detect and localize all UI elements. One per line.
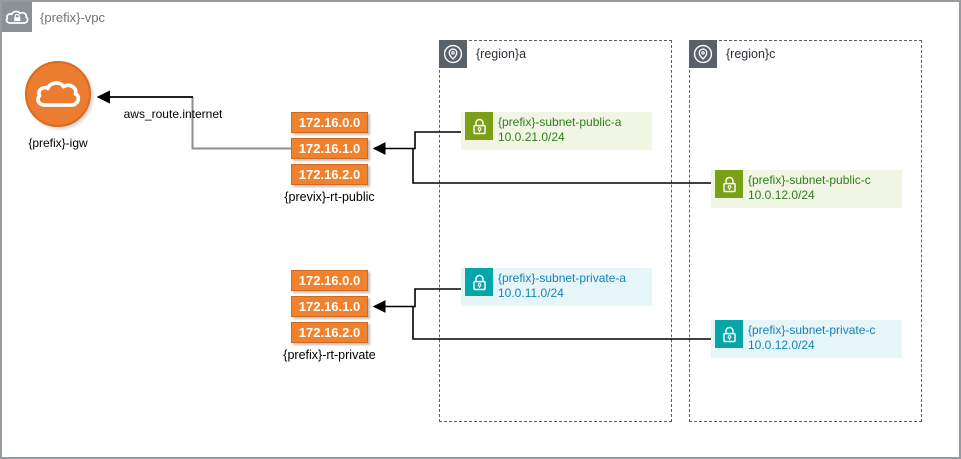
connector-rtpublic-igw-gray xyxy=(191,97,291,150)
subnet-public-c-text: {prefix}-subnet-public-c 10.0.12.0/24 xyxy=(748,173,871,203)
region-a-label: {region}a xyxy=(476,47,527,61)
cloud-icon xyxy=(36,81,81,107)
region-c-container xyxy=(689,40,922,422)
subnet-name: {prefix}-subnet-public-a xyxy=(498,115,622,129)
location-pin-icon xyxy=(443,44,463,64)
subnet-lock-icon xyxy=(715,320,743,348)
subnet-name: {prefix}-subnet-public-c xyxy=(748,173,871,187)
rt-public-entry-2: 172.16.2.0 xyxy=(291,164,368,185)
rt-public-label: {previx}-rt-public xyxy=(284,190,375,204)
subnet-private-a-text: {prefix}-subnet-private-a 10.0.11.0/24 xyxy=(498,271,626,301)
subnet-lock-icon xyxy=(465,268,493,296)
rt-public-entry-1: 172.16.1.0 xyxy=(291,138,368,159)
subnet-name: {prefix}-subnet-private-c xyxy=(748,323,876,337)
subnet-lock-icon xyxy=(715,170,743,198)
region-c-icon xyxy=(689,40,717,68)
route-internet-label: aws_route.internet xyxy=(123,107,223,121)
subnet-public-a-text: {prefix}-subnet-public-a 10.0.21.0/24 xyxy=(498,115,621,145)
subnet-name: {prefix}-subnet-private-a xyxy=(498,271,627,285)
location-pin-icon xyxy=(693,44,713,64)
subnet-cidr: 10.0.12.0/24 xyxy=(748,188,815,202)
rt-private-entry-1: 172.16.1.0 xyxy=(291,296,368,317)
vpc-icon xyxy=(2,2,32,32)
vpc-title: {prefix}-vpc xyxy=(40,10,106,25)
subnet-private-c-text: {prefix}-subnet-private-c 10.0.12.0/24 xyxy=(748,323,875,353)
subnet-cidr: 10.0.21.0/24 xyxy=(498,130,565,144)
igw-label: {prefix}-igw xyxy=(28,136,88,150)
region-a-container xyxy=(439,40,672,422)
rt-public-entry-0: 172.16.0.0 xyxy=(291,112,368,133)
internet-gateway-node xyxy=(25,61,91,127)
cloud-lock-icon xyxy=(5,10,29,24)
rt-private-entry-2: 172.16.2.0 xyxy=(291,322,368,343)
region-a-icon xyxy=(439,40,467,68)
subnet-lock-icon xyxy=(465,112,493,140)
rt-private-entry-0: 172.16.0.0 xyxy=(291,270,368,291)
subnet-cidr: 10.0.12.0/24 xyxy=(748,338,815,352)
rt-private-label: {prefix}-rt-private xyxy=(283,348,376,362)
region-c-label: {region}c xyxy=(726,47,776,61)
subnet-cidr: 10.0.11.0/24 xyxy=(498,286,564,300)
